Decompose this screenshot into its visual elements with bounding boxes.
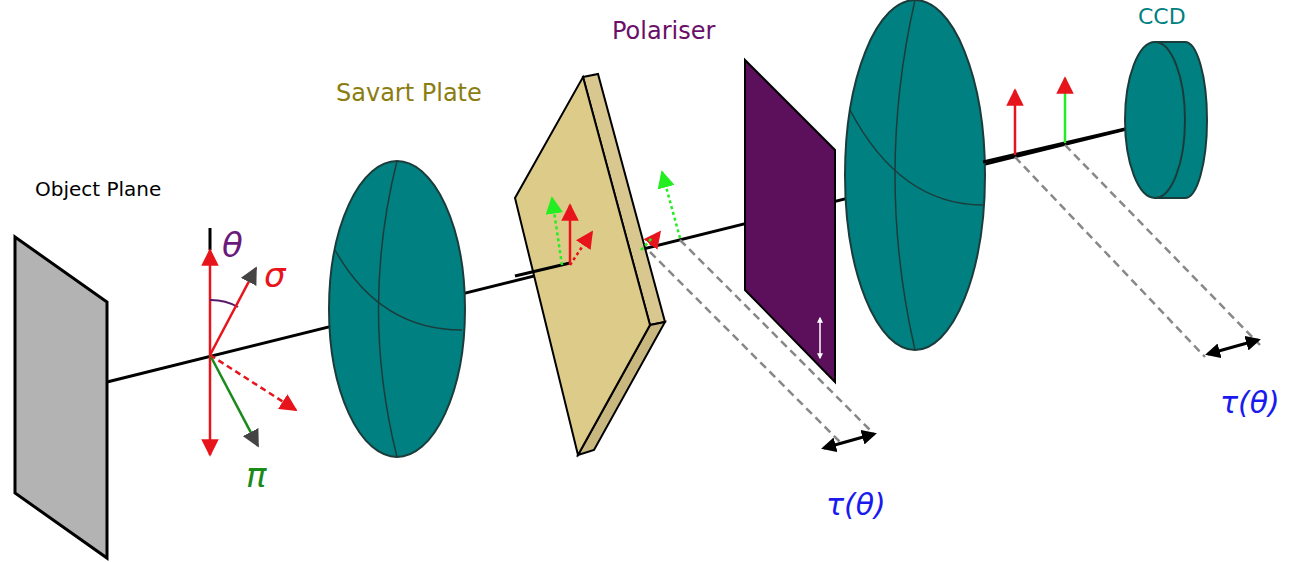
shear-dimension: τ(θ) (1220, 386, 1280, 421)
component-label: CCD (1138, 4, 1186, 29)
lens (845, 0, 985, 350)
polarisation-symbol: σ (264, 256, 286, 295)
polarisation-symbol: π (246, 456, 266, 495)
component-label: Savart Plate (336, 80, 482, 108)
component-label: Object Plane (35, 178, 161, 201)
ccd-camera (1125, 42, 1207, 198)
component-label: Polariser (612, 18, 715, 46)
shear-dimension: τ(θ) (826, 488, 886, 523)
angle-symbol: θ (222, 226, 243, 265)
lens (329, 161, 465, 457)
